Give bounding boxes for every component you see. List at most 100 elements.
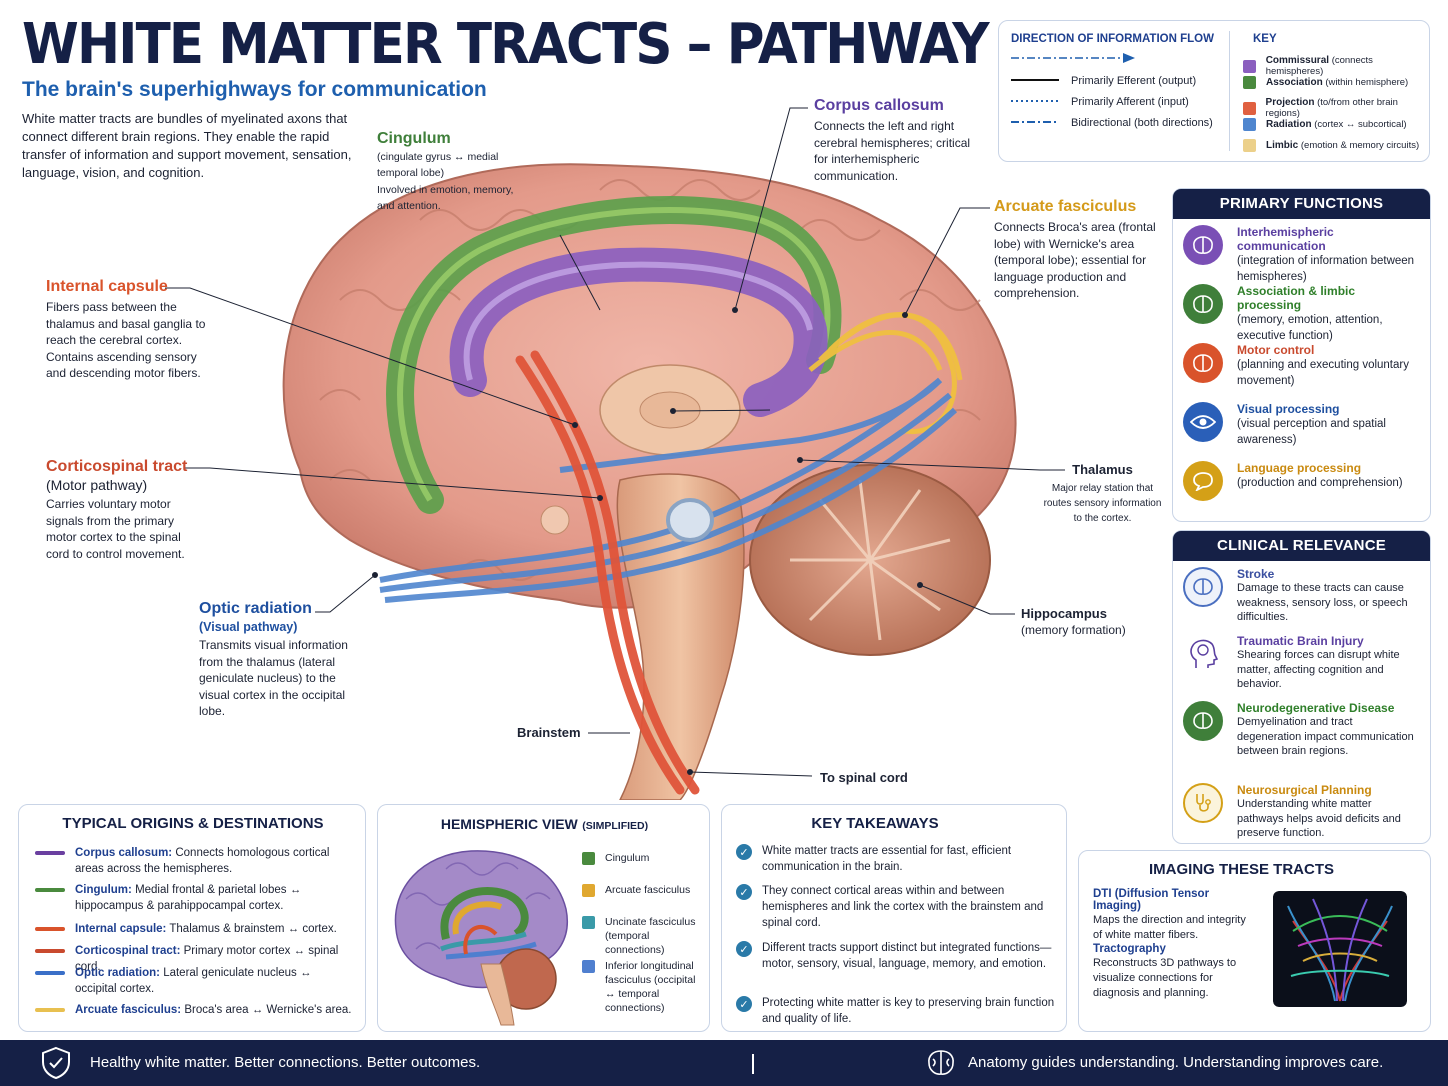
takeaways-panel: KEY TAKEAWAYS ✓White matter tracts are e… bbox=[721, 804, 1067, 1032]
label-brainstem: Brainstem bbox=[517, 725, 581, 740]
takeaway-item: ✓Protecting white matter is key to prese… bbox=[736, 995, 1056, 1027]
optic-body: Transmits visual information from the th… bbox=[199, 638, 348, 718]
legend-panel: DIRECTION OF INFORMATION FLOW Primarily … bbox=[998, 20, 1430, 162]
origins-panel: TYPICAL ORIGINS & DESTINATIONS Corpus ca… bbox=[18, 804, 366, 1032]
brain-illustration bbox=[282, 163, 1017, 800]
eye-icon bbox=[1183, 402, 1223, 442]
dti-desc: Maps the direction and integrity of whit… bbox=[1093, 914, 1246, 941]
speech-icon bbox=[1183, 461, 1223, 501]
efferent-line bbox=[1011, 79, 1059, 81]
function-desc: (memory, emotion, attention, executive f… bbox=[1237, 314, 1383, 342]
takeaway-item: ✓Different tracts support distinct but i… bbox=[736, 940, 1056, 972]
hemispheric-panel: HEMISPHERIC VIEW (SIMPLIFIED) Cingulum A… bbox=[377, 804, 710, 1032]
function-title: Motor control bbox=[1237, 343, 1315, 357]
corticospinal-tract bbox=[515, 350, 700, 795]
efferent-label: Primarily Efferent (output) bbox=[1071, 75, 1197, 87]
takeaways-title: KEY TAKEAWAYS bbox=[811, 815, 939, 832]
function-desc: (production and comprehension) bbox=[1237, 477, 1403, 489]
hemi-item: Cingulum bbox=[582, 851, 649, 865]
key-commissural: Commissural (connects hemispheres) bbox=[1243, 55, 1429, 77]
brain-icon bbox=[1183, 701, 1223, 741]
function-title: Association & limbic processing bbox=[1237, 284, 1356, 312]
corpus-callosum-body: Connects the left and right cerebral hem… bbox=[814, 119, 971, 183]
brain-icon bbox=[1183, 284, 1223, 324]
check-icon: ✓ bbox=[736, 996, 752, 1012]
corpus-callosum-title: Corpus callosum bbox=[814, 97, 944, 114]
primary-functions-panel: PRIMARY FUNCTIONS Interhemispheric commu… bbox=[1172, 188, 1431, 522]
internal-capsule-body: Fibers pass between the thalamus and bas… bbox=[46, 300, 206, 380]
hippocampus-title: Hippocampus bbox=[1021, 606, 1107, 621]
label-corpus-callosum: Corpus callosum Connects the left and ri… bbox=[814, 97, 984, 184]
hemi-item: Arcuate fasciculus bbox=[582, 883, 690, 897]
label-thalamus: Thalamus Major relay station that routes… bbox=[1040, 462, 1165, 526]
origin-item: Arcuate fasciculus: Broca's area ↔ Werni… bbox=[35, 1002, 355, 1018]
key-radiation: Radiation (cortex ↔ subcortical) bbox=[1243, 118, 1407, 131]
clinical-desc: Damage to these tracts can cause weaknes… bbox=[1237, 582, 1408, 623]
brain-icon bbox=[1183, 343, 1223, 383]
afferent-line bbox=[1011, 100, 1059, 102]
head-icon bbox=[1183, 634, 1223, 674]
takeaway-item: ✓They connect cortical areas within and … bbox=[736, 883, 1056, 931]
afferent-label: Primarily Afferent (input) bbox=[1071, 96, 1189, 108]
function-title: Interhemispheric communication bbox=[1237, 225, 1334, 253]
function-desc: (integration of information between hemi… bbox=[1237, 255, 1415, 283]
imaging-title: IMAGING THESE TRACTS bbox=[1148, 861, 1334, 878]
check-icon: ✓ bbox=[736, 941, 752, 957]
label-hippocampus: Hippocampus (memory formation) bbox=[1021, 606, 1151, 637]
clinical-title: Traumatic Brain Injury bbox=[1237, 634, 1364, 648]
function-title: Visual processing bbox=[1237, 402, 1340, 416]
clinical-desc: Demyelination and tract degeneration imp… bbox=[1237, 716, 1414, 757]
key-projection: Projection (to/from other brain regions) bbox=[1243, 97, 1429, 119]
intro-text: White matter tracts are bundles of myeli… bbox=[22, 111, 352, 180]
clinical-title: Neurodegenerative Disease bbox=[1237, 701, 1395, 715]
label-cingulum: Cingulum (cingulate gyrus ↔ medial tempo… bbox=[377, 130, 527, 214]
tractography-desc: Reconstructs 3D pathways to visualize co… bbox=[1093, 957, 1237, 999]
direction-title: DIRECTION OF INFORMATION FLOW bbox=[1011, 33, 1214, 45]
label-corticospinal: Corticospinal tract (Motor pathway) Carr… bbox=[46, 458, 196, 562]
function-item: Language processing (production and compr… bbox=[1183, 461, 1419, 501]
clinical-title: Neurosurgical Planning bbox=[1237, 783, 1372, 797]
clinical-title: Stroke bbox=[1237, 567, 1275, 581]
hippocampus-body: (memory formation) bbox=[1021, 623, 1126, 637]
origins-title: TYPICAL ORIGINS & DESTINATIONS bbox=[62, 815, 324, 832]
shield-icon bbox=[42, 1046, 70, 1080]
corticospinal-sub: (Motor pathway) bbox=[46, 477, 148, 493]
label-arcuate: Arcuate fasciculus Connects Broca's area… bbox=[994, 198, 1159, 302]
cingulum-title: Cingulum bbox=[377, 130, 451, 147]
function-title: Language processing bbox=[1237, 461, 1362, 475]
clinical-desc: Shearing forces can disrupt white matter… bbox=[1237, 649, 1400, 690]
direction-arrow-icon bbox=[1011, 53, 1135, 63]
hemi-item: Uncinate fasciculus (temporal connection… bbox=[582, 915, 702, 957]
function-item: Interhemispheric communication(integrati… bbox=[1183, 225, 1419, 285]
key-title: KEY bbox=[1253, 33, 1277, 45]
origin-item: Cingulum: Medial frontal & parietal lobe… bbox=[35, 882, 355, 914]
key-limbic: Limbic (emotion & memory circuits) bbox=[1243, 139, 1419, 152]
cingulum-sub: (cingulate gyrus ↔ medial temporal lobe) bbox=[377, 151, 499, 179]
hemi-item: Inferior longitudinal fasciculus (occipi… bbox=[582, 959, 702, 1015]
label-internal-capsule: Internal capsule Fibers pass between the… bbox=[46, 278, 206, 382]
dti-title: DTI (Diffusion Tensor Imaging) bbox=[1093, 888, 1210, 912]
origin-item: Corpus callosum: Connects homologous cor… bbox=[35, 845, 355, 877]
brain-icon bbox=[928, 1050, 954, 1075]
origin-item: Internal capsule: Thalamus & brainstem ↔… bbox=[35, 921, 355, 937]
corticospinal-body: Carries voluntary motor signals from the… bbox=[46, 497, 185, 561]
origin-item: Optic radiation: Lateral geniculate nucl… bbox=[35, 965, 355, 997]
function-item: Association & limbic processing(memory, … bbox=[1183, 284, 1419, 344]
tractography-image bbox=[1273, 891, 1407, 1007]
primary-functions-title: PRIMARY FUNCTIONS bbox=[1173, 189, 1430, 219]
footer-divider bbox=[752, 1054, 754, 1074]
check-icon: ✓ bbox=[736, 844, 752, 860]
hemispheric-title-text: HEMISPHERIC VIEW bbox=[440, 816, 578, 832]
optic-sub: (Visual pathway) bbox=[199, 620, 298, 634]
label-optic-radiation: Optic radiation (Visual pathway) Transmi… bbox=[199, 600, 359, 720]
dti-block: DTI (Diffusion Tensor Imaging) Maps the … bbox=[1093, 888, 1258, 943]
brain-icon bbox=[1183, 225, 1223, 265]
function-item: Visual processing(visual perception and … bbox=[1183, 402, 1419, 448]
function-item: Motor control(planning and executing vol… bbox=[1183, 343, 1419, 389]
clinical-relevance-title: CLINICAL RELEVANCE bbox=[1173, 531, 1430, 561]
